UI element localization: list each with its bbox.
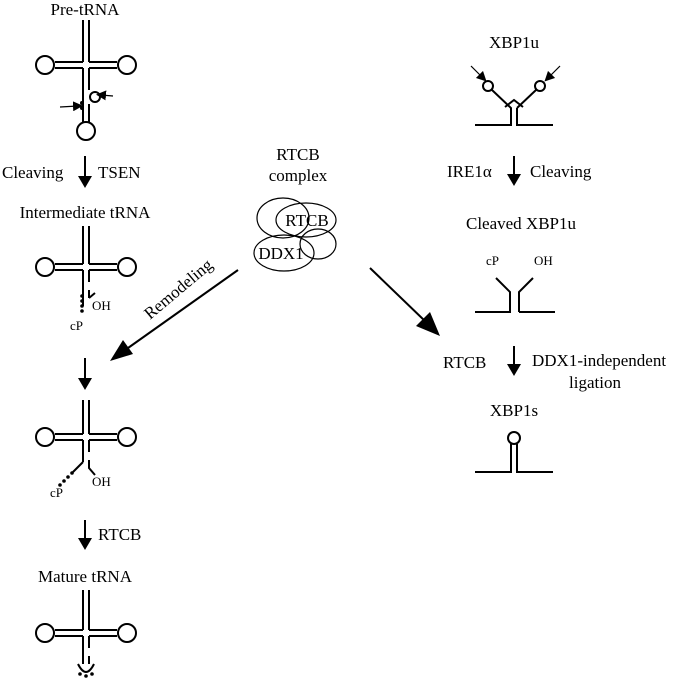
ddx1-independent-line2: ligation [569,373,621,392]
cleaved-xbp1u-label: Cleaved XBP1u [466,214,577,233]
xbp1u-structure [470,65,561,126]
intermediate-trna-label: Intermediate tRNA [20,203,151,222]
mature-trna-structure [35,590,137,678]
rtcb-protein-label: RTCB [285,211,328,230]
remodeled-oh-label: OH [92,474,111,489]
xbp1-cleaving-label: Cleaving [530,162,592,181]
ddx1-protein-label: DDX1 [258,244,303,263]
xbp1u-label: XBP1u [489,33,540,52]
mature-trna-label: Mature tRNA [38,567,133,586]
cleaved-cp-label: cP [486,253,499,268]
rtcb-complex-title-line2: complex [269,166,328,185]
rtcb-complex-title-line1: RTCB [276,145,319,164]
intermediate-trna-structure [35,226,137,313]
rtcb-ligation-label: RTCB [98,525,141,544]
ire1a-label: IRE1α [447,162,492,181]
cleaved-oh-label: OH [534,253,553,268]
pre-trna-label: Pre-tRNA [51,0,121,19]
remodeled-trna-structure [35,400,137,487]
pre-trna-structure [35,20,137,141]
intermediate-cp-label: cP [70,318,83,333]
ddx1-independent-line1: DDX1-independent [532,351,666,370]
remodeled-cp-label: cP [50,485,63,500]
intermediate-oh-label: OH [92,298,111,313]
cleaved-xbp1u-structure [475,277,555,313]
rtcb-complex-shape [253,197,337,272]
xbp1-rtcb-label: RTCB [443,353,486,372]
cleaving-label: Cleaving [2,163,64,182]
xbp1s-label: XBP1s [490,401,538,420]
tsen-label: TSEN [98,163,141,182]
xbp1s-structure [475,431,553,473]
